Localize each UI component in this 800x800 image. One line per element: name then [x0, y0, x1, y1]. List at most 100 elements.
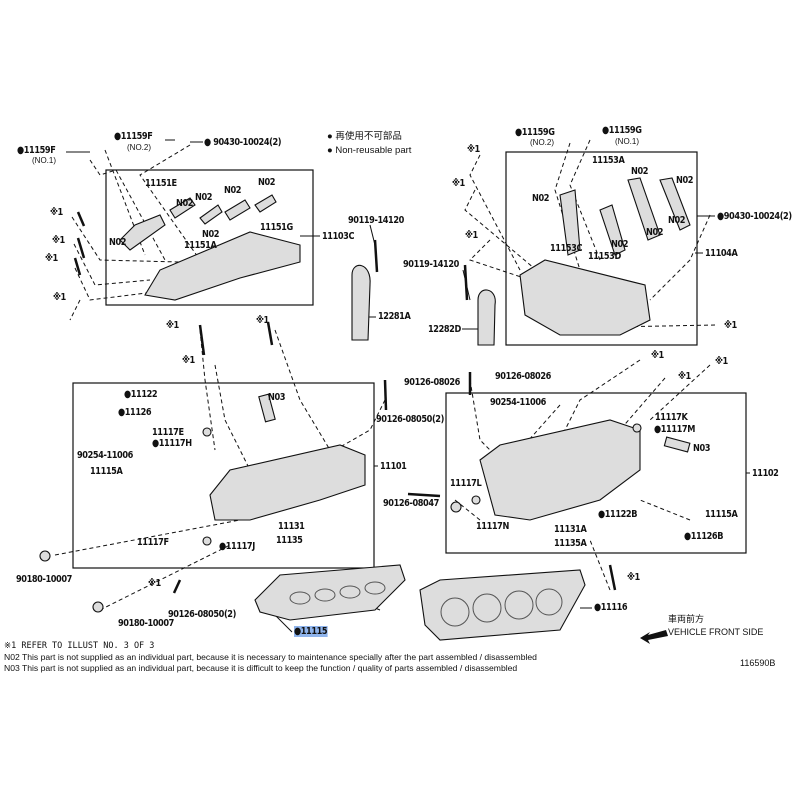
direction-en: VEHICLE FRONT SIDE — [668, 627, 764, 637]
footnote-n03: N03 This part is not supplied as an indi… — [4, 663, 518, 673]
dashed-guides — [54, 139, 716, 611]
part-label[interactable]: 90126-08026 — [495, 371, 551, 382]
ref-label: ※1 — [256, 315, 269, 326]
part-shapes — [39, 177, 691, 641]
part-label[interactable]: 90119-14120 — [348, 215, 404, 226]
part-label[interactable]: 11153C — [550, 243, 583, 254]
ref-label: ※1 — [52, 235, 65, 246]
part-label[interactable]: 11153D — [588, 251, 621, 262]
part-label[interactable]: ●11126 — [118, 407, 152, 418]
leader-lines — [66, 139, 750, 633]
ref-label: ※1 — [678, 371, 691, 382]
part-label[interactable]: 12282D — [428, 324, 461, 335]
part-label[interactable]: ● 90430-10024(2) — [204, 137, 282, 148]
head-gasket-11116 — [419, 569, 586, 641]
part-label[interactable]: 11135 — [276, 535, 303, 546]
legend-jp: ● 再使用不可部品 — [327, 131, 402, 142]
part-label[interactable]: 90254-11006 — [490, 397, 546, 408]
chain-guide-12282D — [477, 289, 496, 346]
part-label-selected[interactable]: ●11115 — [294, 626, 328, 637]
part-label[interactable]: 90126-08026 — [404, 377, 460, 388]
part-label[interactable]: ●11159G — [515, 127, 555, 138]
note-label: N02 — [631, 166, 649, 177]
part-label[interactable]: 90126-08047 — [383, 498, 439, 509]
ref-label: ※1 — [467, 144, 480, 155]
ref-label: ※1 — [166, 320, 179, 331]
part-label[interactable]: 11151E — [145, 178, 177, 189]
front-arrow-icon — [640, 630, 668, 644]
note-label: N02 — [532, 193, 550, 204]
ref-label: ※1 — [715, 356, 728, 367]
part-label[interactable]: 11131A — [554, 524, 587, 535]
part-label[interactable]: 11131 — [278, 521, 305, 532]
part-label[interactable]: 90254-11006 — [77, 450, 133, 461]
part-label[interactable]: 11117L — [450, 478, 482, 489]
part-label[interactable]: ●11122 — [124, 389, 158, 400]
part-label[interactable]: ●11159G — [602, 125, 642, 136]
ref-label: ※1 — [651, 350, 664, 361]
ref-label: ※1 — [452, 178, 465, 189]
part-label[interactable]: 11151A — [184, 240, 217, 251]
part-label[interactable]: ●11117M — [654, 424, 695, 435]
note-label: N02 — [202, 229, 220, 240]
part-label[interactable]: ●11116 — [594, 602, 628, 613]
part-label[interactable]: 11115A — [705, 509, 738, 520]
note-label: N02 — [109, 237, 127, 248]
part-label[interactable]: ●11159F — [17, 145, 56, 156]
part-label[interactable]: ●11126B — [684, 531, 724, 542]
ref-label: ※1 — [724, 320, 737, 331]
note-label: N02 — [646, 227, 664, 238]
part-label[interactable]: 90180-10007 — [118, 618, 174, 629]
chain-guide-12281A — [351, 264, 371, 341]
part-label[interactable]: 90126-08050(2) — [168, 609, 236, 620]
ref-label: ※1 — [465, 230, 478, 241]
camshaft-housing-left — [144, 231, 301, 301]
note-label: N02 — [611, 239, 629, 250]
part-label[interactable]: 90119-14120 — [403, 259, 459, 270]
ref-label: ※1 — [148, 578, 161, 589]
note-label: N02 — [668, 215, 686, 226]
part-label[interactable]: 11117K — [655, 412, 688, 423]
part-label[interactable]: 11117F — [137, 537, 169, 548]
legend-en: ● Non-reusable part — [327, 145, 412, 156]
ref-label: ※1 — [182, 355, 195, 366]
group-box-11101 — [72, 382, 375, 569]
part-label[interactable]: 11117N — [476, 521, 509, 532]
part-label[interactable]: ●11159F — [114, 131, 153, 142]
part-label[interactable]: ●90430-10024(2) — [717, 211, 792, 222]
part-sublabel: (NO.1) — [32, 156, 56, 165]
bolts — [73, 211, 617, 594]
part-label[interactable]: 11117E — [152, 427, 184, 438]
part-label[interactable]: 11115A — [90, 466, 123, 477]
part-label[interactable]: 12281A — [378, 311, 411, 322]
part-label[interactable]: 90180-10007 — [16, 574, 72, 585]
part-label[interactable]: ●11117J — [219, 541, 255, 552]
ref-label: ※1 — [627, 572, 640, 583]
part-label[interactable]: 11101 — [380, 461, 407, 472]
part-label[interactable]: 11151G — [260, 222, 293, 233]
part-label[interactable]: 11153A — [592, 155, 625, 166]
note-label: N02 — [258, 177, 276, 188]
part-label[interactable]: 11135A — [554, 538, 587, 549]
part-label[interactable]: ●11117H — [152, 438, 192, 449]
note-label: N03 — [268, 392, 286, 403]
ref-label: ※1 — [50, 207, 63, 218]
part-label[interactable]: ●11122B — [598, 509, 638, 520]
camshaft-housing-right — [519, 259, 651, 336]
part-label[interactable]: 90126-08050(2) — [376, 414, 444, 425]
ref-label: ※1 — [45, 253, 58, 264]
footnote-ref: ※1 REFER TO ILLUST NO. 3 OF 3 — [4, 641, 155, 651]
note-label: N02 — [676, 175, 694, 186]
part-sublabel: (NO.2) — [127, 143, 151, 152]
ref-label: ※1 — [53, 292, 66, 303]
illustration-id: 116590B — [740, 658, 776, 668]
part-label[interactable]: 11103C — [322, 231, 355, 242]
group-box-11103C — [105, 169, 314, 306]
part-label[interactable]: 11104A — [705, 248, 738, 259]
cylinder-head-right — [479, 419, 641, 521]
note-label: N03 — [693, 443, 711, 454]
footnote-n02: N02 This part is not supplied as an indi… — [4, 652, 537, 662]
cylinder-head-left — [209, 444, 366, 521]
part-label[interactable]: 11102 — [752, 468, 779, 479]
